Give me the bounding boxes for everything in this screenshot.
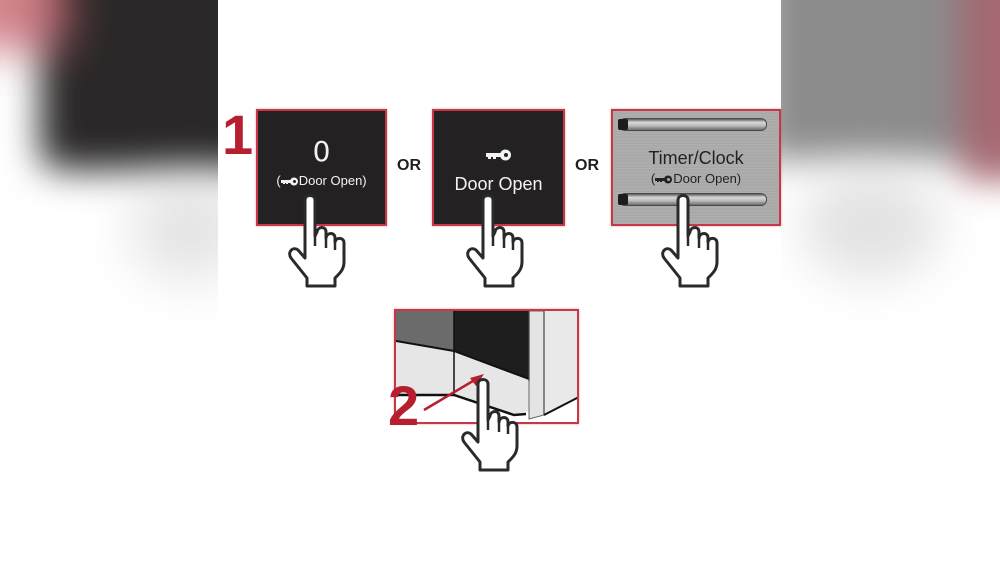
pointing-hand-icon [288, 194, 346, 288]
timer-clock-label: Timer/Clock [648, 148, 744, 168]
blurred-backdrop-right [781, 0, 1000, 563]
paren-open: ( [276, 173, 281, 188]
door-open-button[interactable]: Door Open [432, 109, 565, 226]
timer-clock-door-open-button[interactable]: Timer/Clock ( Door Open) [611, 109, 781, 226]
blurred-backdrop-left [0, 0, 218, 563]
door-open-label: Door Open [454, 174, 543, 194]
or-separator: OR [397, 157, 421, 174]
arrow-icon [423, 374, 484, 412]
door-open-text: Door Open) [673, 171, 742, 186]
key-icon [655, 172, 673, 187]
step-number-1: 1 [222, 103, 254, 166]
panel-slot-bottom [618, 193, 767, 206]
key-icon [280, 174, 299, 189]
microwave-corner-drawing [396, 311, 577, 420]
pointing-hand-icon [461, 378, 519, 472]
door-open-text: Door Open) [298, 173, 367, 188]
pointing-hand-icon [661, 194, 719, 288]
keypad-zero-door-open-button[interactable]: 0 ( Door Open) [256, 109, 387, 226]
pointing-hand-icon [466, 194, 524, 288]
panel-slot-top [618, 118, 767, 131]
key-icon [434, 146, 563, 165]
digit-zero: 0 [312, 135, 331, 168]
or-separator: OR [575, 157, 599, 174]
door-open-sublabel: ( Door Open) [613, 171, 779, 187]
paren-open: ( [650, 171, 656, 186]
door-open-sublabel: ( Door Open) [258, 173, 385, 189]
step-number-2: 2 [388, 374, 420, 437]
